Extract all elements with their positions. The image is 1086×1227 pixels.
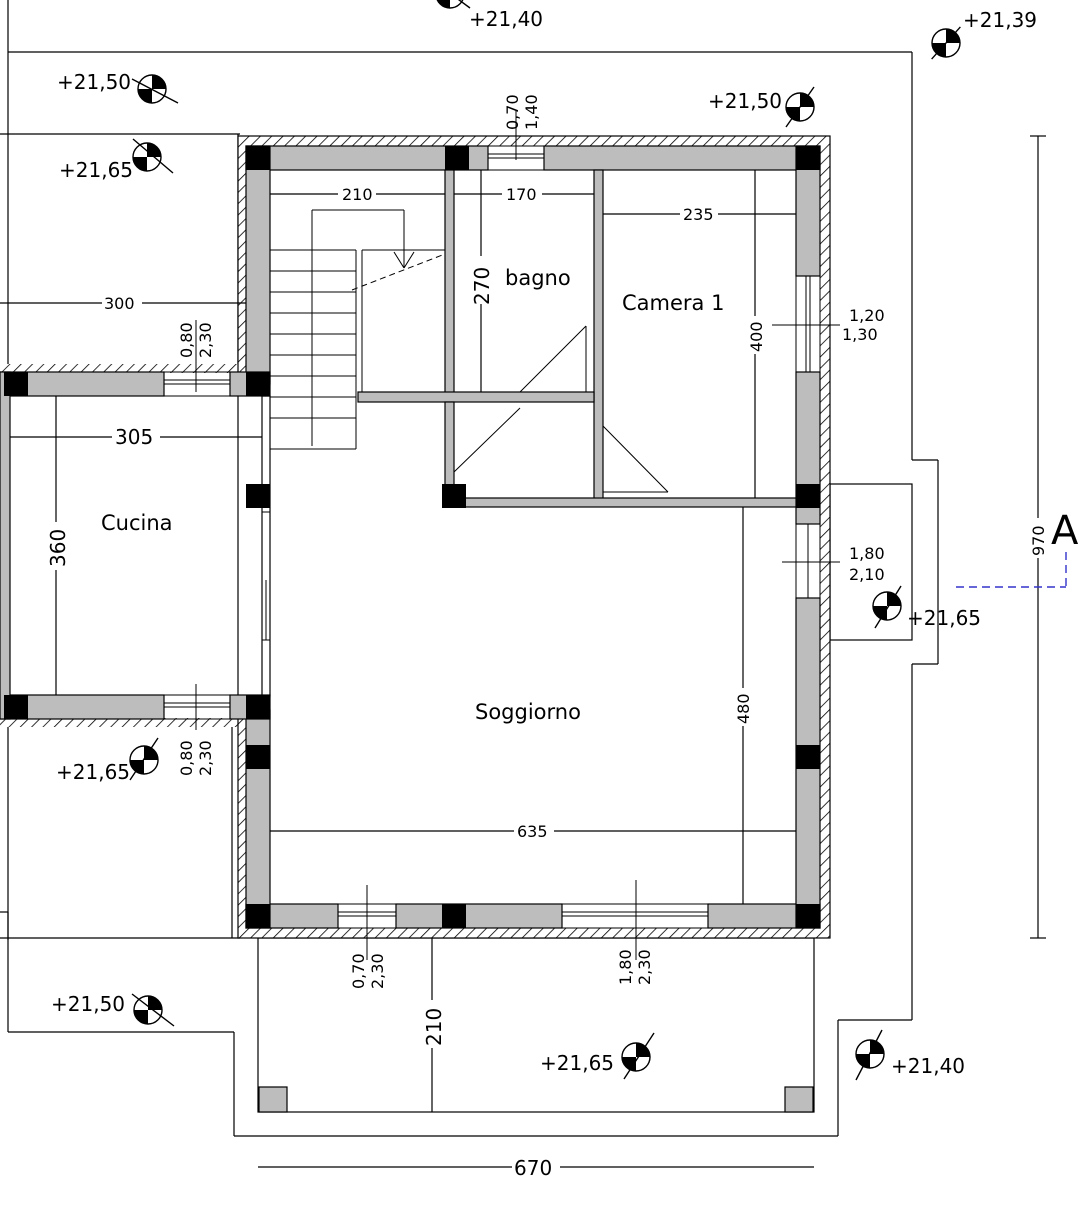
room-label-soggiorno: Soggiorno	[475, 700, 581, 724]
building-walls	[0, 135, 831, 939]
dim-label: 300	[104, 294, 135, 313]
dim-label: 480	[734, 693, 753, 724]
elevation-marker-icon	[931, 26, 961, 60]
room-label-camera: Camera 1	[622, 291, 724, 315]
window-height-label: 1,40	[522, 94, 541, 130]
elevation-label: +21,65	[59, 158, 133, 182]
window-labels: 0,70 1,40 1,20 1,30 1,80 2,10 0,80 2,30 …	[177, 94, 885, 989]
dim-label: 305	[115, 425, 153, 449]
room-label-cucina: Cucina	[101, 511, 173, 535]
dim-label: 210	[422, 1008, 446, 1046]
door-width-label: 1,80	[849, 544, 885, 563]
window-width-label: 1,20	[849, 306, 885, 325]
elevation-marker-icon	[872, 585, 902, 629]
elevation-markers	[129, 0, 961, 1081]
elevation-label: +21,40	[469, 7, 543, 31]
elevation-marker-icon	[131, 993, 175, 1027]
window-height-label: 2,30	[196, 740, 215, 776]
section-marker-label: A	[1051, 508, 1079, 554]
elevation-label: +21,50	[57, 70, 131, 94]
dim-label: 670	[514, 1156, 552, 1180]
elevation-marker-icon	[129, 737, 159, 781]
doors	[453, 325, 669, 493]
interior-partitions	[357, 169, 797, 508]
room-labels: bagno Camera 1 Cucina Soggiorno	[101, 266, 724, 724]
window-height-label: 2,30	[635, 949, 654, 985]
elevation-marker-icon	[621, 1032, 655, 1080]
windows	[163, 145, 821, 929]
elevation-label: +21,40	[891, 1054, 965, 1078]
room-label-bagno: bagno	[505, 266, 571, 290]
elevation-label: +21,65	[56, 760, 130, 784]
dim-label: 970	[1029, 525, 1048, 556]
elevation-label: +21,39	[963, 8, 1037, 32]
window-width-label: 0,80	[177, 740, 196, 776]
dim-label: 270	[470, 267, 494, 305]
pillars	[4, 146, 820, 928]
elevation-marker-icon	[785, 86, 815, 128]
elevation-marker-icon	[131, 74, 179, 104]
elevation-label: +21,50	[51, 992, 125, 1016]
elevation-label: +21,65	[907, 606, 981, 630]
dim-label: 210	[342, 185, 373, 204]
dimension-labels: 210 170 235 270 400 300 305 360 480 635 …	[46, 185, 1048, 1180]
elevation-label: +21,65	[540, 1051, 614, 1075]
window-height-label: 2,30	[196, 322, 215, 358]
site-outline	[0, 0, 939, 1137]
window-width-label: 0,80	[177, 322, 196, 358]
window-width-label: 0,70	[349, 953, 368, 989]
staircase	[270, 209, 446, 450]
window-width-label: 1,80	[616, 949, 635, 985]
door-height-label: 2,10	[849, 565, 885, 584]
elevation-marker-icon	[855, 1029, 885, 1081]
dim-label: 170	[506, 185, 537, 204]
elevation-label: +21,50	[708, 89, 782, 113]
window-height-label: 1,30	[842, 325, 878, 344]
window-height-label: 2,30	[368, 953, 387, 989]
dim-label: 235	[683, 205, 714, 224]
elevation-labels: +21,40 +21,39 +21,50 +21,50 +21,65 +21,6…	[51, 7, 1037, 1078]
elevation-marker-icon	[436, 0, 471, 9]
dim-label: 400	[747, 321, 766, 352]
window-width-label: 0,70	[503, 94, 522, 130]
elevation-marker-icon	[132, 138, 174, 174]
porch	[257, 937, 815, 1113]
dim-label: 635	[517, 822, 548, 841]
dim-label: 360	[46, 529, 70, 567]
